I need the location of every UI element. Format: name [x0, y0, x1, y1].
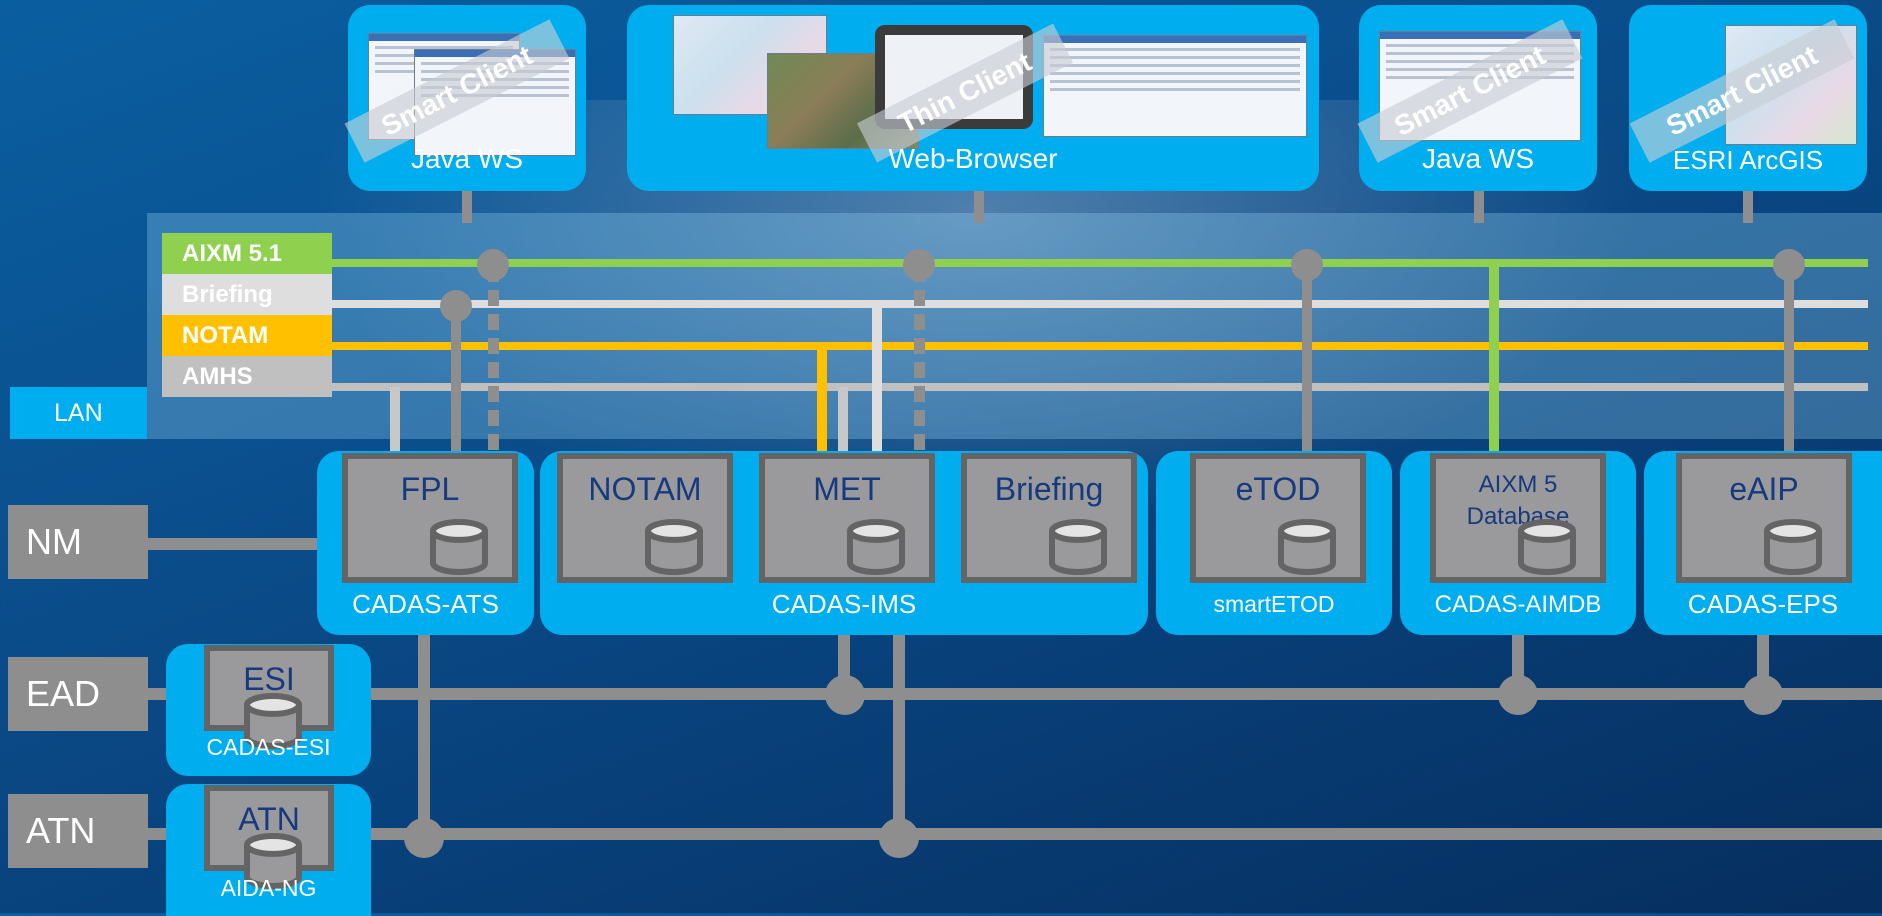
- atn-backbone: [147, 828, 1882, 840]
- group-label-aida-ng: AIDA-NG: [220, 875, 317, 901]
- connector-node: [440, 290, 472, 322]
- client-label-java-ws-2: Java WS: [1421, 143, 1535, 174]
- system-eaip[interactable]: eAIP: [1676, 453, 1852, 583]
- gateway-esi[interactable]: ESI: [204, 645, 334, 749]
- connector-node: [1291, 249, 1323, 281]
- ead-backbone: [147, 688, 1882, 700]
- group-label-cadas-aimdb: CADAS-AIMDB: [1434, 591, 1602, 618]
- client-panel-java-ws-1[interactable]: Smart Client Java WS: [344, 5, 586, 191]
- system-met[interactable]: MET: [759, 453, 935, 583]
- client-connector: [1474, 191, 1484, 223]
- group-label-cadas-esi: CADAS-ESI: [206, 734, 331, 760]
- bus-label-amhs: AMHS: [162, 356, 332, 397]
- connector-node: [1743, 675, 1783, 715]
- aixm-to-etod-connector: [1302, 266, 1312, 451]
- connector-node: [903, 249, 935, 281]
- client-label-web-browser: Web-Browser: [888, 143, 1058, 174]
- database-icon: [244, 833, 302, 889]
- system-notam-label: NOTAM: [588, 471, 702, 507]
- connector-node: [825, 675, 865, 715]
- group-label-smartetod: smartETOD: [1213, 591, 1335, 617]
- system-eaip-label: eAIP: [1729, 471, 1799, 507]
- group-label-cadas-ats: CADAS-ATS: [352, 589, 499, 619]
- system-aixm-database[interactable]: AIXM 5 Database: [1430, 453, 1606, 583]
- database-icon: [1278, 519, 1336, 575]
- connector-node: [1498, 675, 1538, 715]
- nm-link: [147, 538, 319, 550]
- aixm-to-eaip-connector: [1784, 266, 1794, 451]
- aixm-to-met-dashed-connector: [914, 266, 925, 451]
- bus-line-amhs: [332, 383, 1868, 391]
- system-notam[interactable]: NOTAM: [557, 453, 733, 583]
- lan-label: LAN: [54, 399, 103, 427]
- bus-label-notam: NOTAM: [162, 315, 332, 356]
- briefing-to-met-connector: [872, 304, 882, 451]
- connector-node: [477, 249, 509, 281]
- database-icon: [1518, 519, 1576, 575]
- gateway-atn[interactable]: ATN: [204, 785, 334, 889]
- bus-label-briefing: Briefing: [162, 274, 332, 315]
- amhs-to-met-connector: [838, 387, 848, 451]
- external-ead[interactable]: EAD: [8, 657, 148, 731]
- client-panel-esri[interactable]: Smart Client ESRI ArcGIS: [1629, 5, 1867, 191]
- bus-line-aixm: [332, 259, 1868, 267]
- system-briefing-label: Briefing: [994, 471, 1104, 507]
- external-nm[interactable]: NM: [8, 505, 148, 579]
- amhs-to-fpl-connector: [390, 387, 400, 451]
- briefing-to-fpl-connector: [451, 304, 461, 451]
- group-label-cadas-eps: CADAS-EPS: [1687, 589, 1839, 619]
- ims-to-atn-connector: [893, 630, 905, 838]
- system-met-label: MET: [813, 471, 881, 507]
- client-panel-java-ws-2[interactable]: Smart Client Java WS: [1357, 5, 1597, 191]
- gateway-esi-label: ESI: [243, 661, 295, 697]
- database-icon: [430, 519, 488, 575]
- database-icon: [645, 519, 703, 575]
- client-connector: [1743, 191, 1753, 223]
- screenshot-thumbnail: [1043, 35, 1307, 137]
- client-connector: [974, 191, 984, 223]
- connector-node: [404, 818, 444, 858]
- notam-to-met-connector: [817, 346, 827, 451]
- system-fpl-label: FPL: [400, 471, 460, 507]
- client-label-esri: ESRI ArcGIS: [1672, 145, 1824, 175]
- connector-node: [1773, 249, 1805, 281]
- aixm-to-fpl-dashed-connector: [488, 266, 499, 451]
- bus-line-briefing: [332, 300, 1868, 308]
- system-briefing[interactable]: Briefing: [961, 453, 1137, 583]
- lan-band: [147, 213, 1882, 439]
- database-icon: [1049, 519, 1107, 575]
- bus-label-aixm: AIXM 5.1: [162, 233, 332, 274]
- system-etod-label: eTOD: [1235, 471, 1321, 507]
- connector-node: [879, 818, 919, 858]
- lan-label-box: [10, 387, 147, 439]
- system-fpl[interactable]: FPL: [342, 453, 518, 583]
- bus-line-notam: [332, 342, 1868, 350]
- client-connector: [462, 191, 472, 223]
- database-icon: [244, 693, 302, 749]
- gateway-atn-label: ATN: [238, 801, 300, 837]
- system-etod[interactable]: eTOD: [1190, 453, 1366, 583]
- aixm-to-aimdb-connector: [1489, 266, 1499, 451]
- client-panel-web-browser[interactable]: Thin Client Web-Browser: [627, 5, 1319, 191]
- database-icon: [847, 519, 905, 575]
- external-atn[interactable]: ATN: [8, 794, 148, 868]
- group-label-cadas-ims: CADAS-IMS: [771, 589, 917, 619]
- client-label-java-ws-1: Java WS: [410, 143, 524, 174]
- ats-to-atn-connector: [418, 630, 430, 838]
- database-icon: [1764, 519, 1822, 575]
